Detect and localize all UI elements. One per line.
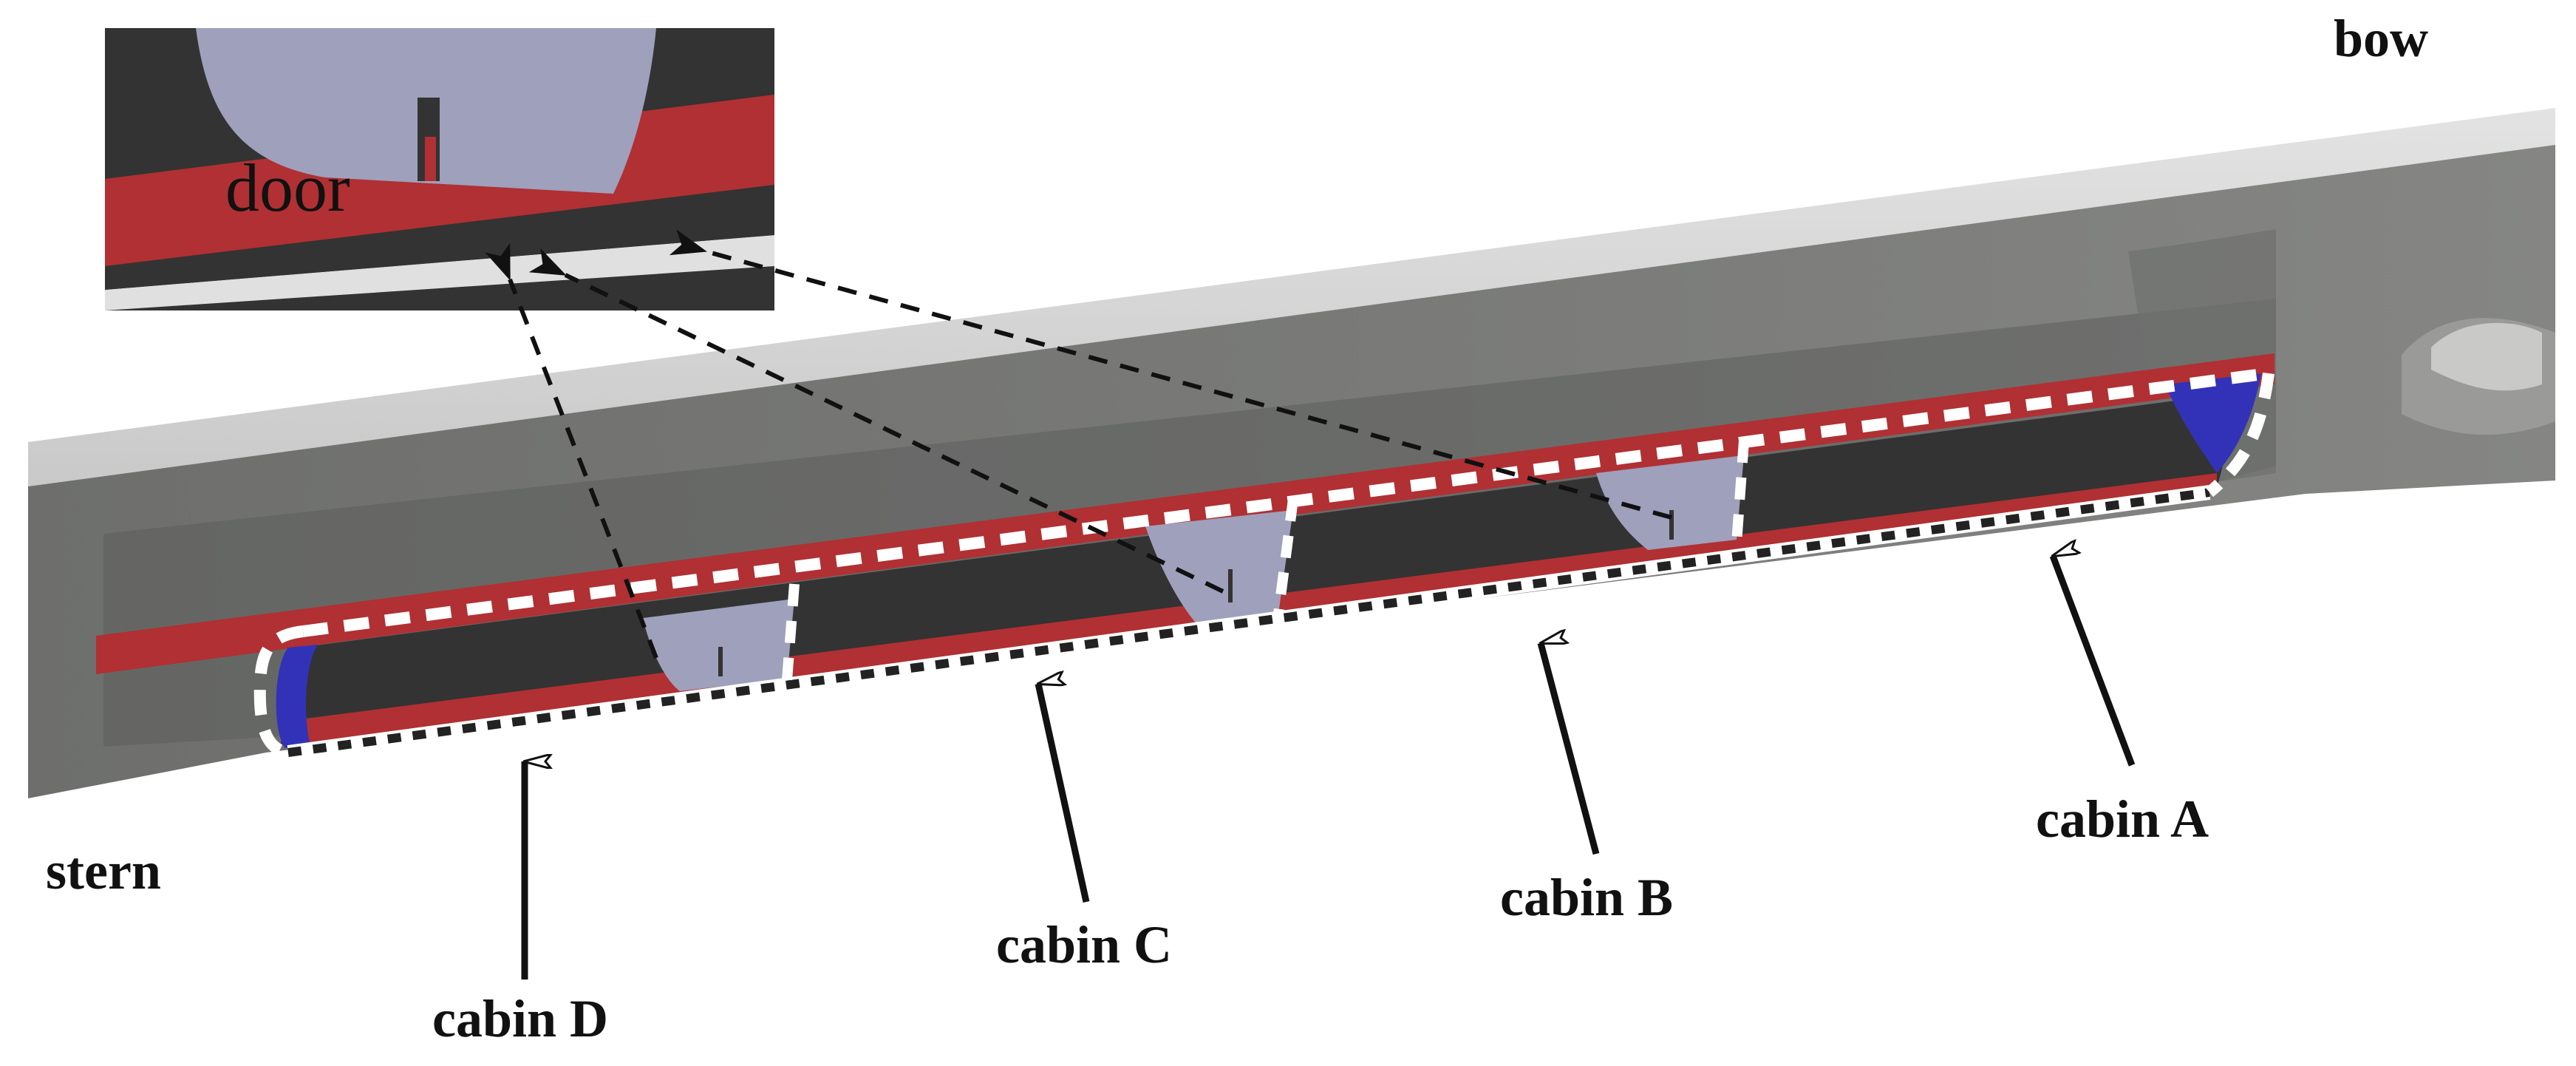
cabin-d-label: cabin D: [432, 989, 608, 1048]
partition-wall-d: [643, 599, 794, 691]
partition-outline-c: [1273, 498, 1298, 614]
pointer-arrow-a: [2053, 556, 2136, 767]
cabin-outline-bottom-dash: [287, 488, 2210, 757]
cabin-c-label: cabin C: [996, 915, 1172, 974]
partition-wall-c: [1145, 510, 1293, 625]
door-label: door: [225, 150, 350, 225]
partition-outline-d: [782, 583, 800, 681]
hull-deck-top: [28, 108, 2555, 486]
door-inset: door: [105, 28, 774, 310]
leader-arrow-c: [528, 248, 1224, 594]
leader-arrows: [485, 229, 1672, 659]
inset-floor-light: [105, 235, 774, 310]
leader-arrow-d: [485, 242, 658, 659]
cabin-b-label: cabin B: [1500, 868, 1673, 927]
cabin-row: [96, 353, 2275, 760]
leader-arrow-b: [669, 229, 1672, 520]
cabin-pointers: [521, 556, 2136, 980]
cabin-a-label: cabin A: [2036, 790, 2209, 849]
bow-end-wall: [2165, 373, 2261, 473]
cabin-outline-stern: [253, 625, 304, 758]
partition-wall-b: [1596, 455, 1744, 550]
cabin-outline-bow: [2205, 372, 2275, 498]
partition-outline-b: [1731, 440, 1749, 544]
stern-end-wall: [276, 645, 318, 748]
bow-highlight: [2431, 322, 2542, 391]
pointer-arrow-c: [1035, 684, 1090, 903]
pointer-arrow-b: [1541, 643, 1600, 855]
stern-label: stern: [46, 841, 161, 900]
inset-door-red: [425, 137, 436, 181]
bow-label: bow: [2334, 9, 2428, 68]
inset-floor-dark: [105, 185, 774, 290]
